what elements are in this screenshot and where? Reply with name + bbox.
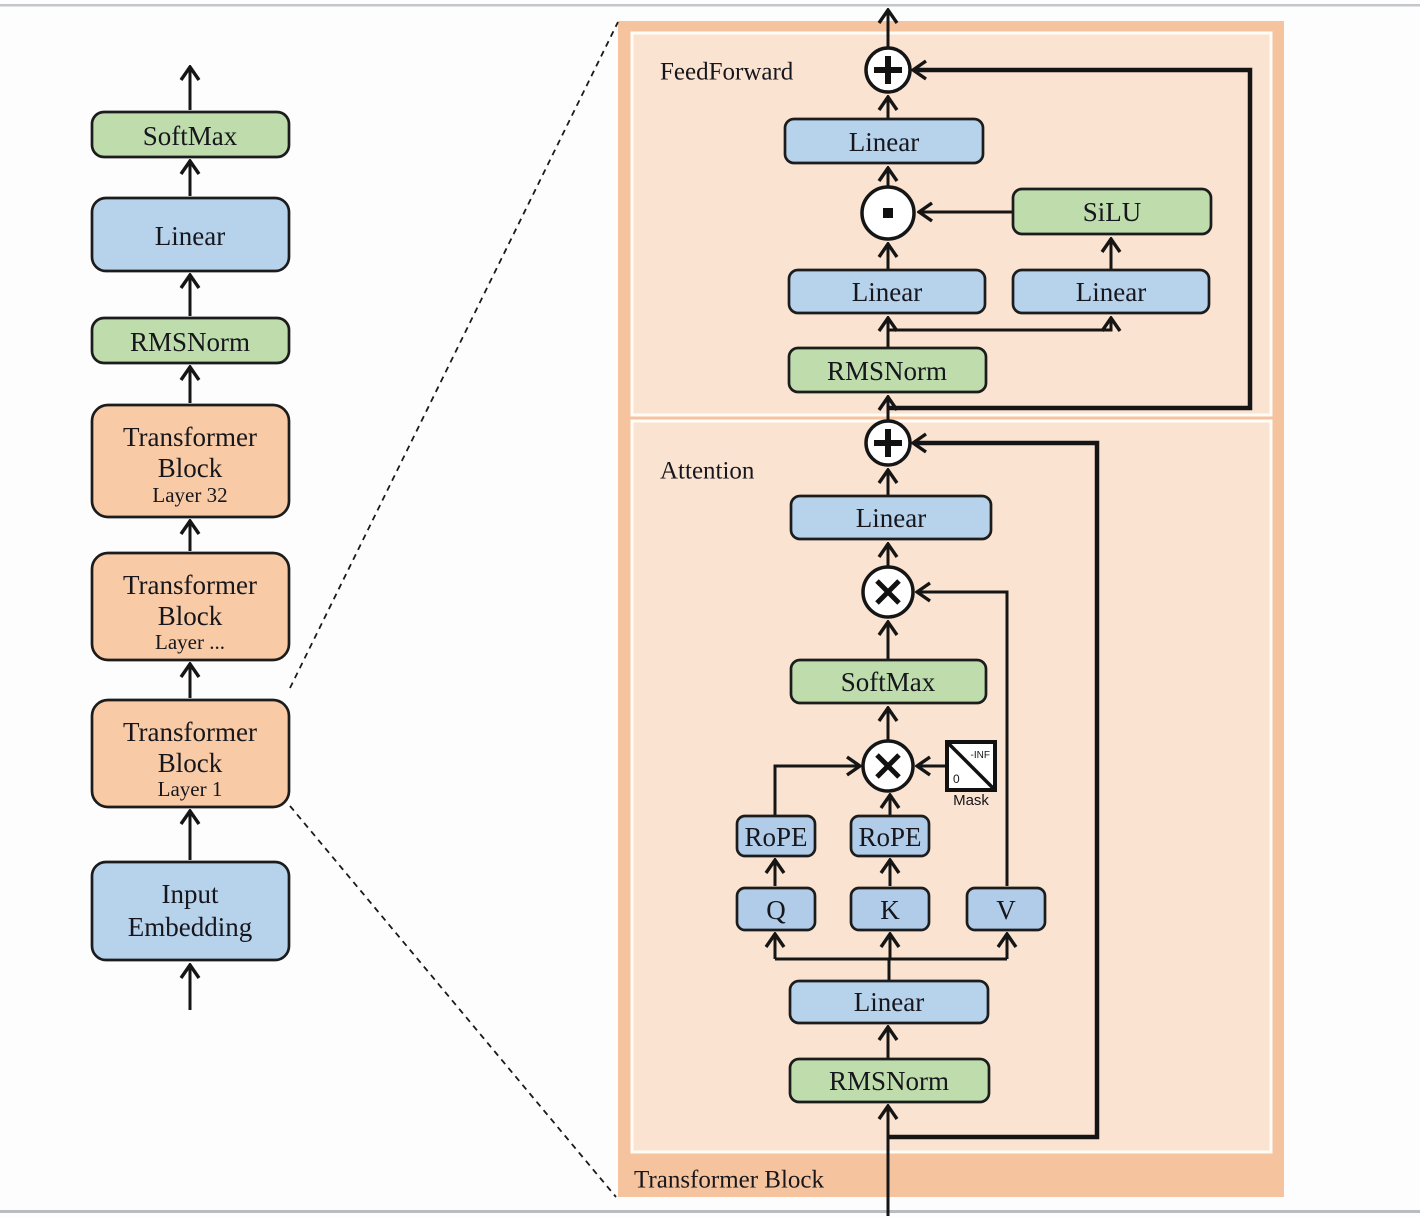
mask-zero-label: 0 bbox=[953, 772, 960, 786]
q-box bbox=[735, 886, 817, 932]
q-label: Q bbox=[766, 895, 786, 925]
left-input-embedding-block bbox=[90, 860, 291, 962]
flow-arrow-v-to-multiply2 bbox=[918, 592, 1009, 886]
attn-softmax-box bbox=[789, 658, 988, 705]
left-transformer-block-layer1 bbox=[90, 698, 291, 809]
left-softmax-block bbox=[90, 110, 291, 159]
ff-output-linear-box bbox=[783, 117, 985, 165]
ff-linear-right-label: Linear bbox=[1076, 277, 1146, 307]
attention-residual-line bbox=[888, 443, 1100, 1140]
feedforward-residual-line bbox=[888, 70, 1253, 411]
tb1-layer: Layer 1 bbox=[158, 777, 223, 801]
ff-silu-label: SiLU bbox=[1083, 197, 1142, 227]
bottom-border-line bbox=[0, 1210, 1420, 1213]
tbdots-layer: Layer ... bbox=[155, 630, 225, 654]
input-embedding-line1: Input bbox=[162, 879, 219, 909]
input-embedding-line2: Embedding bbox=[128, 912, 252, 942]
rope-right-label: RoPE bbox=[858, 822, 921, 852]
tb1-line1: Transformer bbox=[123, 717, 257, 747]
multiply-icon bbox=[875, 753, 901, 779]
flow-arrow-ropeq-to-multiply bbox=[773, 766, 859, 816]
ff-rmsnorm-label: RMSNorm bbox=[827, 356, 947, 386]
ff-linear-right-box bbox=[1011, 268, 1211, 315]
zoom-guide-bottom-dashed-line bbox=[289, 805, 617, 1198]
v-box bbox=[965, 886, 1047, 932]
attn-rmsnorm-label: RMSNorm bbox=[829, 1066, 949, 1096]
flow-arrow-ffrmsnorm-to-linearright bbox=[888, 319, 1111, 330]
left-linear-label: Linear bbox=[155, 221, 225, 251]
attn-output-linear-box bbox=[789, 494, 993, 541]
k-label: K bbox=[880, 895, 900, 925]
transformer-block-panel-label: Transformer Block bbox=[634, 1167, 825, 1194]
dot-product-icon bbox=[883, 208, 893, 218]
ff-output-linear-label: Linear bbox=[849, 127, 919, 157]
left-transformer-block-layer32 bbox=[90, 403, 291, 519]
tb32-line2: Block bbox=[158, 453, 223, 483]
rope-left-label: RoPE bbox=[744, 822, 807, 852]
tb32-layer: Layer 32 bbox=[152, 483, 227, 507]
k-box bbox=[849, 886, 931, 932]
rope-right-box bbox=[849, 814, 931, 858]
attn-input-linear-label: Linear bbox=[854, 987, 924, 1017]
tbdots-line1: Transformer bbox=[123, 570, 257, 600]
ff-linear-left-box bbox=[787, 268, 987, 315]
left-linear-block bbox=[90, 196, 291, 273]
tb32-line1: Transformer bbox=[123, 422, 257, 452]
attn-output-linear-label: Linear bbox=[856, 503, 926, 533]
tbdots-line2: Block bbox=[158, 601, 223, 631]
feedforward-section-label: FeedForward bbox=[660, 59, 794, 86]
ff-silu-box bbox=[1011, 187, 1213, 236]
left-rmsnorm-label: RMSNorm bbox=[130, 327, 250, 357]
left-transformer-block-layer-dots bbox=[90, 551, 291, 662]
zoom-guide-top-dashed-line bbox=[289, 21, 619, 689]
ff-linear-left-label: Linear bbox=[852, 277, 922, 307]
attn-input-linear-box bbox=[788, 979, 990, 1025]
tb1-line2: Block bbox=[158, 748, 223, 778]
mask-diagonal bbox=[947, 742, 995, 790]
rope-left-box bbox=[735, 814, 817, 858]
mask-label: Mask bbox=[953, 792, 989, 809]
top-border-line bbox=[0, 4, 1420, 7]
left-softmax-label: SoftMax bbox=[143, 121, 238, 151]
mask-neg-inf-label: -INF bbox=[971, 750, 990, 761]
left-rmsnorm-block bbox=[90, 316, 291, 365]
attention-section-label: Attention bbox=[660, 458, 755, 485]
v-label: V bbox=[996, 895, 1016, 925]
ff-rmsnorm-box bbox=[787, 346, 988, 394]
attn-rmsnorm-box bbox=[788, 1057, 991, 1104]
attn-softmax-label: SoftMax bbox=[841, 667, 936, 697]
multiply-icon bbox=[875, 579, 901, 605]
